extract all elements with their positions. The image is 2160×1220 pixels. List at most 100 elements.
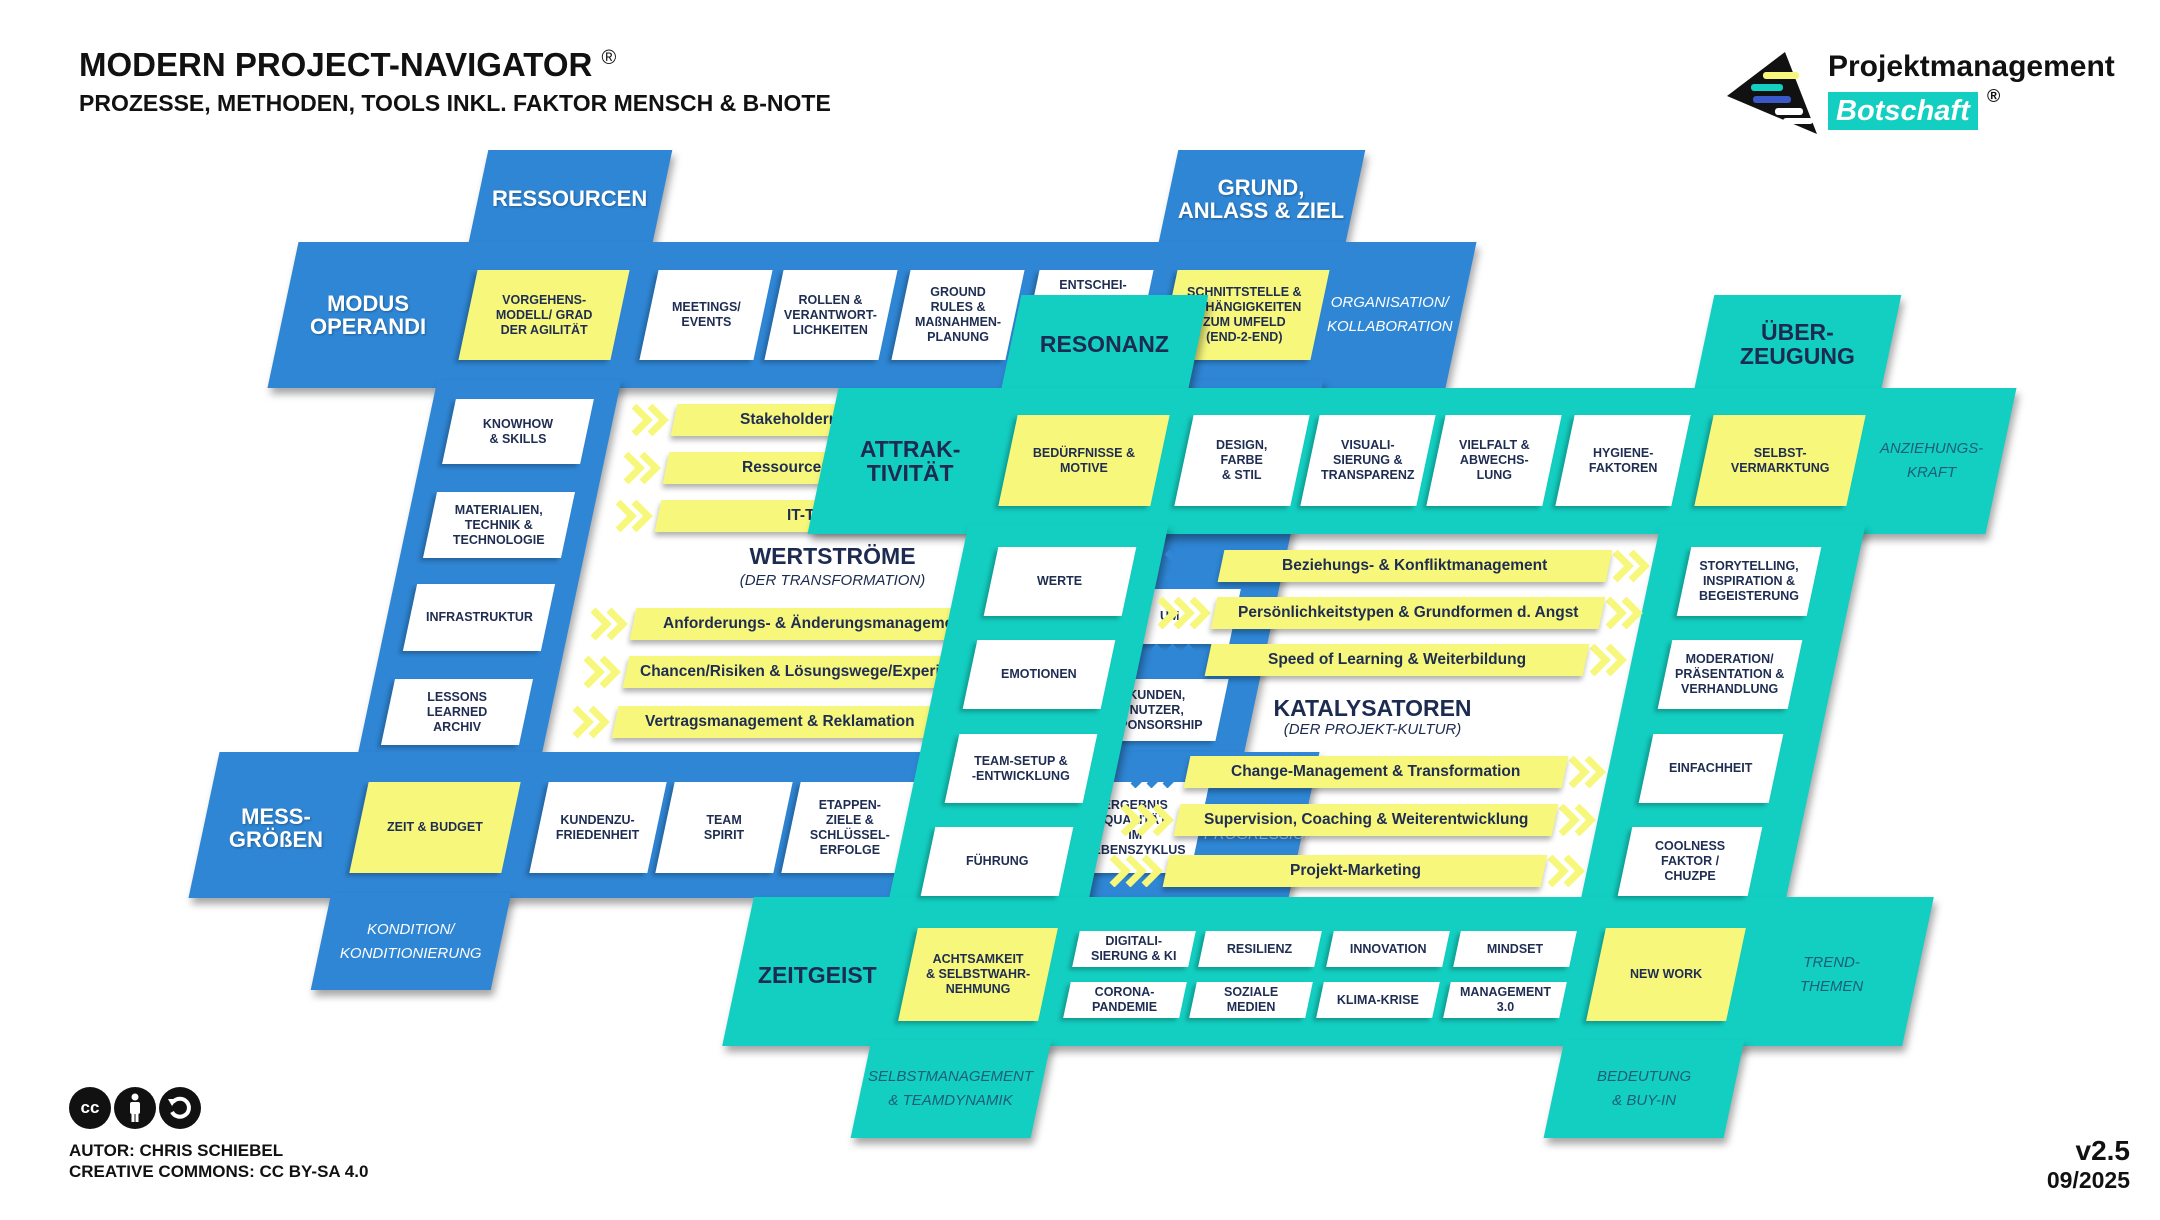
label-zeitgeist: ZEITGEIST	[747, 928, 887, 1021]
chevrons-icon	[1120, 804, 1174, 836]
tab-label: SELBSTMANAGEMENT & TEAMDYNAMIK	[868, 1068, 1034, 1109]
box-ground-rules: GROUND RULES & MAßNAHMEN- PLANUNG	[891, 270, 1025, 360]
logo: Projektmanagement Botschaft ®	[1725, 48, 2145, 138]
box-label: HYGIENE- FAKTOREN	[1588, 445, 1658, 475]
box-label: EMOTIONEN	[1001, 667, 1077, 681]
chevrons-icon	[623, 452, 661, 484]
logo-line2: Botschaft	[1828, 92, 1978, 130]
share-alike-icon	[159, 1087, 201, 1129]
box-fuehrung: FÜHRUNG	[920, 827, 1074, 896]
box-label: ENTSCHEI-	[1059, 278, 1127, 292]
row-label: ATTRAK- TIVITÄT	[859, 435, 961, 486]
box-selbstvermarktung: SELBST- VERMARKTUNG	[1694, 415, 1866, 506]
chevrons-icon	[590, 608, 628, 640]
box-mindset: MINDSET	[1453, 931, 1577, 967]
stream-label: Beziehungs- & Konfliktmanagement	[1282, 557, 1548, 574]
box-vielfalt: VIELFALT & ABWECHS- LUNG	[1426, 415, 1562, 506]
box-emotionen: EMOTIONEN	[962, 640, 1116, 709]
box-label: BEDÜRFNISSE & MOTIVE	[1032, 445, 1136, 475]
row-label: MODUS OPERANDI	[309, 291, 427, 339]
box-visualisierung: VISUALI- SIERUNG & TRANSPARENZ	[1300, 415, 1436, 506]
chevrons-right-icon	[1568, 756, 1606, 788]
title-text: MODERN PROJECT-NAVIGATOR	[79, 46, 593, 83]
box-label: VORGEHENS- MODELL/ GRAD DER AGILITÄT	[495, 292, 593, 337]
label-modus-operandi: MODUS OPERANDI	[283, 270, 452, 360]
box-label: MANAGEMENT 3.0	[1459, 985, 1551, 1014]
box-label: INNOVATION	[1349, 941, 1427, 956]
version: v2.5	[2075, 1135, 2131, 1166]
box-label: MODERATION/ PRÄSENTATION & VERHANDLUNG	[1675, 652, 1785, 696]
box-innovation: INNOVATION	[1326, 931, 1450, 967]
chevrons-right-icon	[1605, 597, 1643, 629]
chevrons-right-icon	[1558, 804, 1596, 836]
box-label: VIELFALT & ABWECHS- LUNG	[1458, 438, 1530, 482]
box-label: KLIMA-KRISE	[1337, 992, 1419, 1007]
box-label: INFRASTRUKTUR	[425, 610, 533, 624]
box-label: TEAM-SETUP & -ENTWICKLUNG	[972, 753, 1070, 783]
box-label: ACHTSAMKEIT & SELBSTWAHR- NEHMUNG	[925, 952, 1031, 996]
tab-label: RESONANZ	[1039, 330, 1170, 357]
registered-mark: ®	[601, 47, 617, 69]
wertstroeme-title: WERTSTRÖME	[749, 543, 916, 569]
stream-speed-of-learning: Speed of Learning & Weiterbildung	[1150, 644, 1630, 676]
stream-it-tools: IT-Tools	[614, 500, 978, 532]
chevrons-right-icon	[1547, 855, 1585, 887]
tab-label: ÜBER- ZEUGUNG	[1740, 318, 1855, 369]
box-soziale-medien: SOZIALE MEDIEN	[1189, 982, 1313, 1018]
tab-label: KONDITION/ KONDITIONIERUNG	[340, 920, 482, 962]
date: 09/2025	[2046, 1167, 2130, 1193]
stream-persoenlichkeitstypen: Persönlichkeitstypen & Grundformen d. An…	[1156, 597, 1646, 629]
page-title: MODERN PROJECT-NAVIGATOR ®	[79, 46, 616, 84]
stream-chancen-risiken: Chancen/Risiken & Lösungswege/Experiment…	[582, 656, 1006, 688]
katalysatoren-subtitle: (DER PROJEKT-KULTUR)	[1283, 721, 1462, 738]
stream-label: Persönlichkeitstypen & Grundformen d. An…	[1237, 604, 1579, 621]
label-anziehungskraft: ANZIEHUNGS- KRAFT	[1852, 415, 2011, 506]
box-kundenzufriedenheit: KUNDENZU- FRIEDENHEIT	[529, 782, 667, 873]
chevrons-icon	[615, 500, 653, 532]
box-werte: WERTE	[983, 547, 1137, 616]
box-materialien: MATERIALIEN, TECHNIK & TECHNOLOGIE	[422, 492, 576, 558]
box-meetings: MEETINGS/ EVENTS	[639, 270, 773, 360]
box-label: CORONA- PANDEMIE	[1092, 985, 1158, 1014]
stream-label: Anforderungs- & Änderungsmanagement	[663, 615, 968, 632]
chevrons-icon	[1130, 756, 1184, 788]
chevrons-right-icon	[1589, 644, 1627, 676]
box-storytelling: STORYTELLING, INSPIRATION & BEGEISTERUNG	[1676, 547, 1822, 616]
box-label: COOLNESS FAKTOR / CHUZPE	[1654, 839, 1726, 883]
tab-ueberzeugung: ÜBER- ZEUGUNG	[1693, 295, 1902, 392]
chevrons-icon	[1164, 550, 1218, 582]
box-corona: CORONA- PANDEMIE	[1063, 982, 1187, 1018]
box-label: RESILIENZ	[1227, 941, 1293, 956]
stream-beziehungsmanagement: Beziehungs- & Konfliktmanagement	[1163, 550, 1653, 582]
box-digitalisierung: DIGITALI- SIERUNG & KI	[1072, 931, 1196, 967]
box-new-work: NEW WORK	[1586, 928, 1746, 1021]
logo-line1: Projektmanagement	[1828, 50, 2115, 83]
box-design: DESIGN, FARBE & STIL	[1174, 415, 1310, 506]
box-rollen: ROLLEN & VERANTWORT- LICHKEITEN	[764, 270, 898, 360]
box-knowhow: KNOWHOW & SKILLS	[442, 399, 594, 464]
box-label: MEETINGS/ EVENTS	[671, 300, 741, 329]
label-trendthemen: TREND- THEMEN	[1762, 928, 1902, 1021]
stream-anforderungen: Anforderungs- & Änderungsmanagement	[589, 608, 1013, 640]
box-label: KUNDENZU- FRIEDENHEIT	[556, 812, 640, 842]
tab-label: BEDEUTUNG & BUY-IN	[1596, 1068, 1692, 1109]
stream-label: Chancen/Risiken & Lösungswege/Experiment…	[640, 663, 986, 680]
box-label: NEW WORK	[1629, 967, 1703, 981]
chevrons-icon	[1157, 597, 1211, 629]
chevrons-icon	[631, 404, 669, 436]
license: CREATIVE COMMONS: CC BY-SA 4.0	[69, 1162, 369, 1181]
row-label: ZEITGEIST	[757, 961, 877, 988]
version-info: v2.5 09/2025	[2047, 1135, 2130, 1194]
box-vorgehensmodell: VORGEHENS- MODELL/ GRAD DER AGILITÄT	[458, 270, 630, 360]
cc-icon: cc	[69, 1087, 111, 1129]
stream-projekt-marketing: Projekt-Marketing	[1108, 855, 1588, 887]
box-label: GROUND RULES & MAßNAHMEN- PLANUNG	[914, 285, 1002, 344]
tab-grund-anlass-ziel: GRUND, ANLASS & ZIEL	[1157, 150, 1366, 247]
box-hygienefaktoren: HYGIENE- FAKTOREN	[1555, 415, 1691, 506]
label-organisation: ORGANISATION/ KOLLABORATION	[1305, 270, 1474, 360]
box-label: FÜHRUNG	[965, 854, 1029, 868]
box-achtsamkeit: ACHTSAMKEIT & SELBSTWAHR- NEHMUNG	[898, 928, 1058, 1021]
box-infrastruktur: INFRASTRUKTUR	[402, 584, 556, 651]
stream-vertragsmanagement: Vertragsmanagement & Reklamation	[571, 706, 995, 738]
tab-label: RESSOURCEN	[492, 186, 648, 211]
